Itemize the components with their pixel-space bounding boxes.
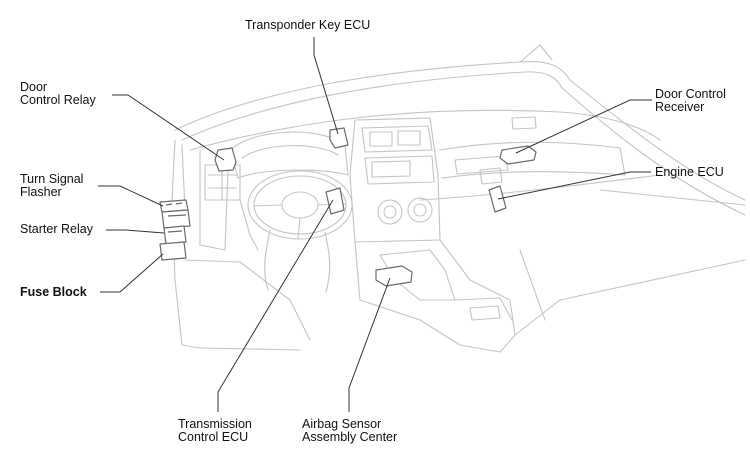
components [159, 127, 537, 287]
label-transponder-key-ecu: Transponder Key ECU [245, 19, 370, 32]
label-line: Turn Signal [20, 172, 84, 186]
door-control-receiver-component [499, 145, 537, 165]
door-control-relay-component [214, 147, 237, 172]
engine-ecu-component [488, 185, 507, 213]
airbag-sensor-component [375, 265, 413, 287]
label-line: Airbag Sensor [302, 417, 382, 431]
label-fuse-block: Fuse Block [20, 286, 87, 299]
label-door-control-receiver: Door Control Receiver [655, 88, 726, 114]
label-door-control-relay: Door Control Relay [20, 81, 96, 107]
leader-starter-relay [106, 229, 165, 234]
leader-engine-ecu [497, 171, 651, 200]
leader-transponder-key-ecu [313, 37, 339, 135]
label-line: Door Control [655, 87, 726, 101]
leader-door-control-relay [112, 94, 225, 161]
label-turn-signal-flasher: Turn Signal Flasher [20, 173, 83, 199]
fuse-block-component [159, 199, 191, 261]
leader-airbag-sensor [348, 277, 391, 412]
label-airbag-sensor-assembly-center: Airbag Sensor Assembly Center [302, 418, 397, 444]
label-line: Flasher [20, 185, 62, 199]
label-engine-ecu: Engine ECU [655, 166, 724, 179]
label-line: Transponder Key ECU [245, 18, 371, 32]
label-line: Transmission [178, 417, 252, 431]
leader-lines [98, 37, 652, 412]
label-line: Control Relay [20, 93, 96, 107]
label-line: Fuse Block [20, 285, 87, 299]
label-transmission-control-ecu: Transmission Control ECU [178, 418, 252, 444]
label-line: Door [20, 80, 48, 94]
leader-door-control-receiver [515, 99, 652, 154]
leader-fuse-block [100, 253, 164, 293]
transponder-key-ecu-component [329, 127, 349, 149]
label-line: Starter Relay [20, 222, 93, 236]
label-line: Assembly Center [302, 430, 398, 444]
leader-turn-signal-flasher [98, 185, 164, 207]
label-line: Receiver [655, 100, 705, 114]
label-line: Control ECU [178, 430, 249, 444]
label-starter-relay: Starter Relay [20, 223, 93, 236]
leader-transmission-control-ecu [217, 199, 334, 412]
transmission-control-ecu-component [325, 187, 345, 215]
label-line: Engine ECU [655, 165, 724, 179]
